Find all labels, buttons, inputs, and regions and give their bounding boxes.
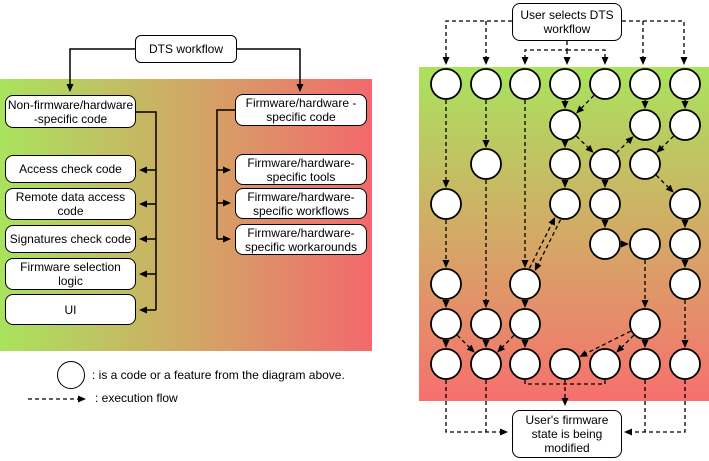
flow-fan-out-connector <box>442 20 512 65</box>
legend-node-label: : is a code or a feature from the diagra… <box>92 368 345 382</box>
flow-fan-out-connector <box>622 20 688 65</box>
right-gradient-panel <box>419 67 709 401</box>
flow-fan-out-connector <box>521 41 568 65</box>
legend-arrow-label: : execution flow <box>95 391 178 405</box>
flow-fan-out-connector <box>567 49 609 65</box>
box-firmware-specific-tools: Firmware/hardware- specific tools <box>235 154 367 185</box>
box-remote-data-access-code: Remote data access code <box>5 188 136 220</box>
box-signatures-check-code: Signatures check code <box>5 225 136 253</box>
box-firmware-specific-code: Firmware/hardware - specific code <box>235 94 367 126</box>
box-firmware-specific-workarounds: Firmware/hardware- specific workarounds <box>235 224 367 255</box>
box-firmware-specific-workflows: Firmware/hardware- specific workflows <box>235 188 367 219</box>
box-non-firmware-specific-code: Non-firmware/hardware -specific code <box>5 95 136 128</box>
box-access-check-code: Access check code <box>5 155 136 183</box>
box-user-firmware-state-modified: User's firmware state is being modified <box>512 410 622 458</box>
box-dts-workflow: DTS workflow <box>135 35 237 63</box>
legend-node-icon <box>57 361 85 389</box>
box-firmware-selection-logic: Firmware selection logic <box>5 258 136 290</box>
box-ui: UI <box>5 294 136 325</box>
box-user-selects-dts-workflow: User selects DTS workflow <box>512 3 622 41</box>
